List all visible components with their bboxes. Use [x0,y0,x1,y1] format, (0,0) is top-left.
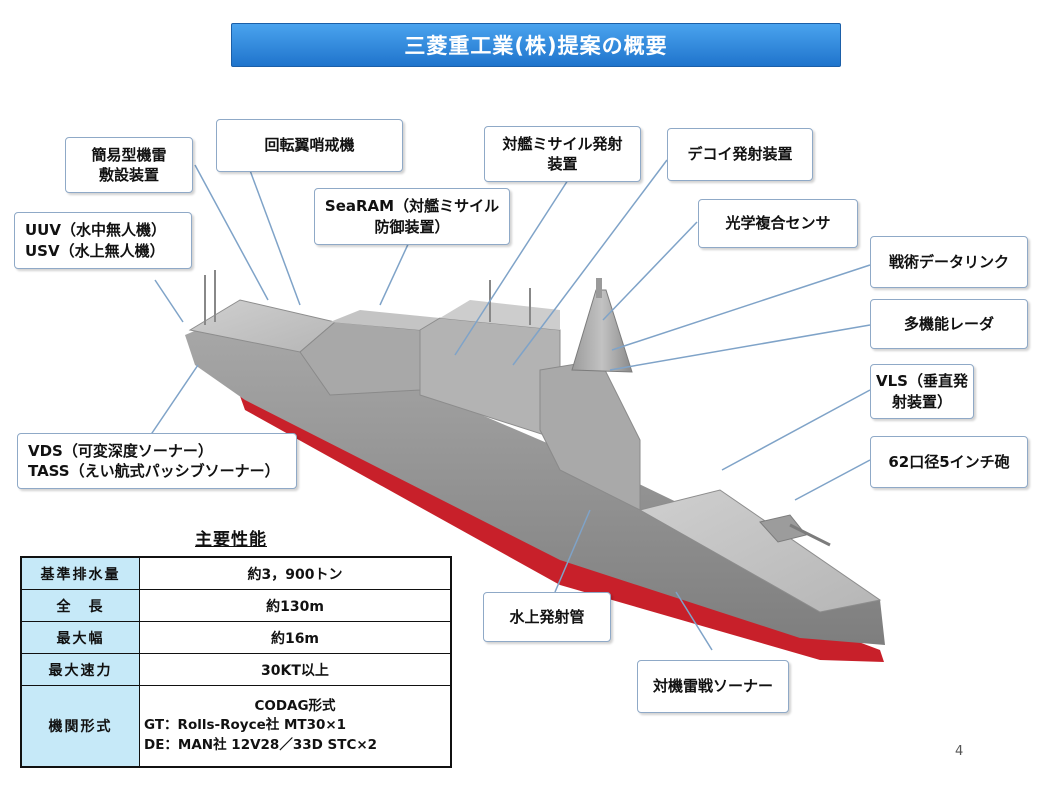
table-row: 基準排水量 約3，900トン [20,556,452,590]
label-decoy: デコイ発射装置 [667,128,813,181]
table-row: 最大幅 約16m [20,621,452,654]
table-row: 最大速力 30KT以上 [20,653,452,686]
label-helicopter: 回転翼哨戒機 [216,119,403,172]
spec-value: 約3，900トン [139,556,452,590]
label-mine-sonar: 対機雷戦ソーナー [637,660,789,713]
label-datalink: 戦術データリンク [870,236,1028,288]
specs-title: 主要性能 [195,530,267,550]
spec-value: 30KT以上 [139,653,452,686]
label-uuv-usv: UUV（水中無人機）USV（水上無人機） [14,212,192,269]
spec-key: 基準排水量 [20,556,140,590]
spec-value: 約130m [139,589,452,622]
specs-table: 基準排水量 約3，900トン 全 長 約130m 最大幅 約16m 最大速力 3… [20,556,452,768]
spec-value: CODAG形式 GT：Rolls-Royce社 MT30×1 DE：MAN社 1… [139,685,452,768]
label-vds-tass: VDS（可変深度ソーナー）TASS（えい航式パッシブソーナー） [17,433,297,489]
label-optical-sensor: 光学複合センサ [698,199,858,248]
table-row: 機関形式 CODAG形式 GT：Rolls-Royce社 MT30×1 DE：M… [20,685,452,768]
label-vls: VLS（垂直発射装置） [870,364,974,419]
spec-key: 機関形式 [20,685,140,768]
page-title: 三菱重工業(株)提案の概要 [231,23,841,67]
spec-value: 約16m [139,621,452,654]
spec-engine-line: CODAG形式 [254,697,336,714]
spec-key: 全 長 [20,589,140,622]
page-number: 4 [955,744,964,759]
table-row: 全 長 約130m [20,589,452,622]
label-gun: 62口径5インチ砲 [870,436,1028,488]
spec-engine-line: DE：MAN社 12V28／33D STC×2 [144,736,378,753]
label-radar: 多機能レーダ [870,299,1028,349]
label-mine-laying: 簡易型機雷敷設装置 [65,137,193,193]
hull-side [185,312,885,645]
spec-key: 最大速力 [20,653,140,686]
label-searam: SeaRAM（対艦ミサイル防御装置） [314,188,510,245]
spec-key: 最大幅 [20,621,140,654]
gun-turret [759,514,807,543]
integrated-mast [571,289,633,373]
label-torpedo-tube: 水上発射管 [483,592,611,642]
label-anti-ship-missile: 対艦ミサイル発射装置 [484,126,641,182]
spec-engine-line: GT：Rolls-Royce社 MT30×1 [144,717,347,734]
